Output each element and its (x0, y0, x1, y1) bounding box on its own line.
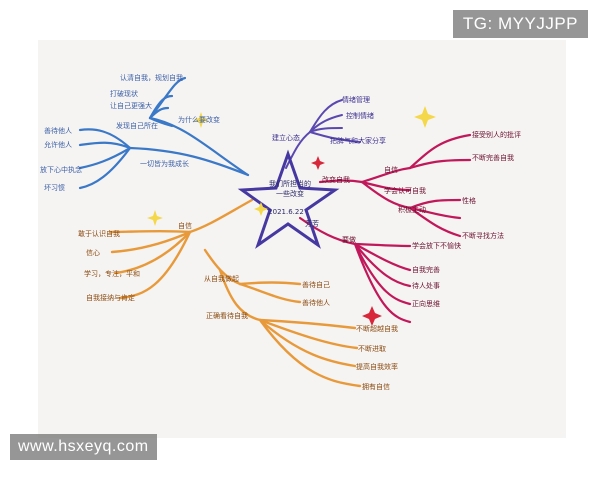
branch-item: 情绪管理 (342, 95, 370, 104)
red-star-icon (311, 156, 325, 170)
center-text-2: 一些改变 (276, 189, 304, 198)
branch-label: 从自我做起 (204, 274, 239, 283)
branch-label: 为什么要改变 (178, 115, 220, 124)
watermark-top-right: TG: MYYJJPP (452, 10, 588, 38)
branch-item: 拥有自信 (362, 382, 390, 391)
branch-item: 放下心中执念 (40, 165, 82, 174)
branch-item: 积极主动 (398, 205, 426, 214)
branch-item: 自我完善 (412, 265, 440, 274)
center-author: 芳芳 (305, 219, 319, 228)
branch-label: 一切皆为我成长 (140, 159, 189, 168)
branch-item: 提高自我效率 (356, 362, 398, 371)
branch-item: 性格 (462, 196, 476, 205)
paper-sheet (38, 40, 566, 438)
branch-item: 让自己更强大 (110, 101, 152, 110)
watermark-url: www.hsxeyq.com (10, 434, 157, 460)
center-date: 2021.6.22 (268, 208, 304, 216)
branch-item: 善待他人 (302, 298, 330, 307)
yellow-star-icon (414, 106, 436, 128)
branch-item: 自我接纳与肯定 (86, 293, 135, 302)
branch-label: 正确看待自我 (206, 311, 248, 320)
branch-item: 打破现状 (110, 89, 138, 98)
branch-label: 自信 (178, 221, 192, 230)
yellow-star-icon (254, 202, 268, 216)
branch-label: 建立心态 (272, 133, 300, 142)
center-star-shape (237, 149, 340, 249)
branch-item: 不断完善自我 (472, 153, 514, 162)
branch-item: 学会放下不愉快 (412, 241, 461, 250)
red-star-icon (362, 306, 382, 326)
branch-item: 把脾气和大家分享 (330, 136, 386, 145)
branch-item: 敢于认识自我 (78, 229, 120, 238)
branch-item: 待人处事 (412, 281, 440, 290)
branch-item: 发现自己所在 (116, 121, 158, 130)
branch-item: 允许他人 (44, 140, 72, 149)
branch-label: 改变自我 (322, 175, 350, 184)
branch-item: 坏习惯 (44, 183, 65, 192)
branch-item: 不断寻找方法 (462, 231, 504, 240)
branch-item: 善待自己 (302, 280, 330, 289)
branch-item: 学习，专注，平和 (84, 269, 140, 278)
yellow-star-icon (147, 210, 163, 226)
branch-item: 学会认可自我 (384, 186, 426, 195)
branch-label: 要做 (342, 235, 356, 244)
branch-item: 不断进取 (358, 344, 386, 353)
branch-item: 正向思维 (412, 299, 440, 308)
branch-item: 接受别人的批评 (472, 130, 521, 139)
center-text-1: 我们所担当的 (269, 179, 311, 188)
branch-item: 不断超越自我 (356, 324, 398, 333)
branch-item: 认清自我，规划自我 (120, 73, 183, 82)
branch-item: 自信 (384, 165, 398, 174)
branch-item: 善待他人 (44, 126, 72, 135)
yellow-star-icon (193, 112, 209, 128)
branch-item: 信心 (86, 248, 100, 257)
branch-item: 控制情绪 (346, 111, 374, 120)
